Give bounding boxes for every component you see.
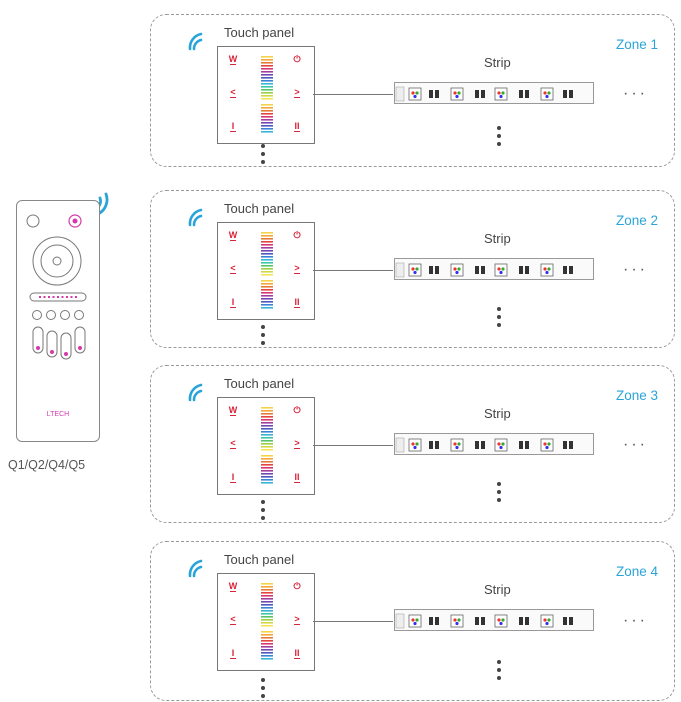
color-slider: [261, 56, 273, 133]
wire: [313, 621, 393, 622]
color-slider: [261, 583, 273, 660]
panel-button-i: I: [230, 648, 236, 659]
strip-label: Strip: [484, 231, 511, 246]
panel-button-power: ⏻: [293, 581, 301, 591]
panel-button-w: W: [228, 54, 238, 65]
led-strip: [394, 258, 594, 280]
more-strip-dots: ···: [623, 261, 648, 278]
wire: [313, 445, 393, 446]
touch-panel: W ⏻ < > I II: [217, 46, 315, 144]
wire: [313, 270, 393, 271]
color-slider: [261, 407, 273, 484]
wifi-signal-icon: [188, 32, 203, 51]
touch-panel-label: Touch panel: [224, 201, 295, 216]
strip-label: Strip: [484, 582, 511, 597]
panel-button-w: W: [228, 581, 238, 592]
remote-body: LTECH: [26, 214, 87, 418]
panel-button-i: I: [230, 297, 236, 308]
panel-button-i: I: [230, 472, 236, 483]
panel-button-left: <: [230, 87, 236, 98]
led-strip: [394, 609, 594, 631]
remote-control: LTECH: [16, 200, 100, 442]
panel-button-right: >: [294, 263, 300, 274]
panel-button-power: ⏻: [293, 230, 301, 240]
more-strips-dots: [497, 660, 503, 684]
panel-button-right: >: [294, 438, 300, 449]
zone-label: Zone 4: [615, 564, 658, 579]
more-panels-dots: [261, 325, 267, 349]
panel-button-w: W: [228, 405, 238, 416]
panel-button-power: ⏻: [293, 54, 301, 64]
zone-label: Zone 2: [615, 213, 658, 228]
panel-button-i: I: [230, 121, 236, 132]
more-strips-dots: [497, 482, 503, 506]
remote-caption: Q1/Q2/Q4/Q5: [8, 458, 86, 472]
led-strip: [394, 433, 594, 455]
panel-button-left: <: [230, 438, 236, 449]
touch-panel-label: Touch panel: [224, 25, 295, 40]
panel-button-left: <: [230, 614, 236, 625]
touch-panel-label: Touch panel: [224, 552, 295, 567]
panel-button-ii: II: [294, 472, 300, 483]
more-panels-dots: [261, 500, 267, 524]
more-panels-dots: [261, 678, 267, 702]
zone-1: Touch panel W ⏻ < > I II Strip ··· Zone …: [150, 14, 675, 167]
more-panels-dots: [261, 144, 267, 168]
zone-2: Touch panel W ⏻ < > I II Strip ··· Zone …: [150, 190, 675, 348]
panel-button-ii: II: [294, 121, 300, 132]
touch-panel: W ⏻ < > I II: [217, 573, 315, 671]
wifi-signal-icon: [188, 383, 203, 402]
more-strips-dots: [497, 126, 503, 150]
strip-label: Strip: [484, 406, 511, 421]
wifi-signal-icon: [188, 208, 203, 227]
color-slider: [261, 232, 273, 309]
wire: [313, 94, 393, 95]
panel-button-power: ⏻: [293, 405, 301, 415]
zone-4: Touch panel W ⏻ < > I II Strip ··· Zone …: [150, 541, 675, 701]
panel-button-right: >: [294, 87, 300, 98]
more-strip-dots: ···: [623, 436, 648, 453]
panel-button-ii: II: [294, 297, 300, 308]
zone-3: Touch panel W ⏻ < > I II Strip ··· Zone …: [150, 365, 675, 523]
strip-label: Strip: [484, 55, 511, 70]
panel-button-right: >: [294, 614, 300, 625]
wifi-signal-icon: [188, 559, 203, 578]
touch-panel: W ⏻ < > I II: [217, 397, 315, 495]
touch-panel-label: Touch panel: [224, 376, 295, 391]
panel-button-ii: II: [294, 648, 300, 659]
touch-panel: W ⏻ < > I II: [217, 222, 315, 320]
panel-button-left: <: [230, 263, 236, 274]
zone-label: Zone 1: [615, 37, 658, 52]
panel-button-w: W: [228, 230, 238, 241]
zone-label: Zone 3: [615, 388, 658, 403]
more-strip-dots: ···: [623, 85, 648, 102]
led-strip: [394, 82, 594, 104]
more-strips-dots: [497, 307, 503, 331]
remote-brand: LTECH: [47, 411, 69, 418]
more-strip-dots: ···: [623, 612, 648, 629]
